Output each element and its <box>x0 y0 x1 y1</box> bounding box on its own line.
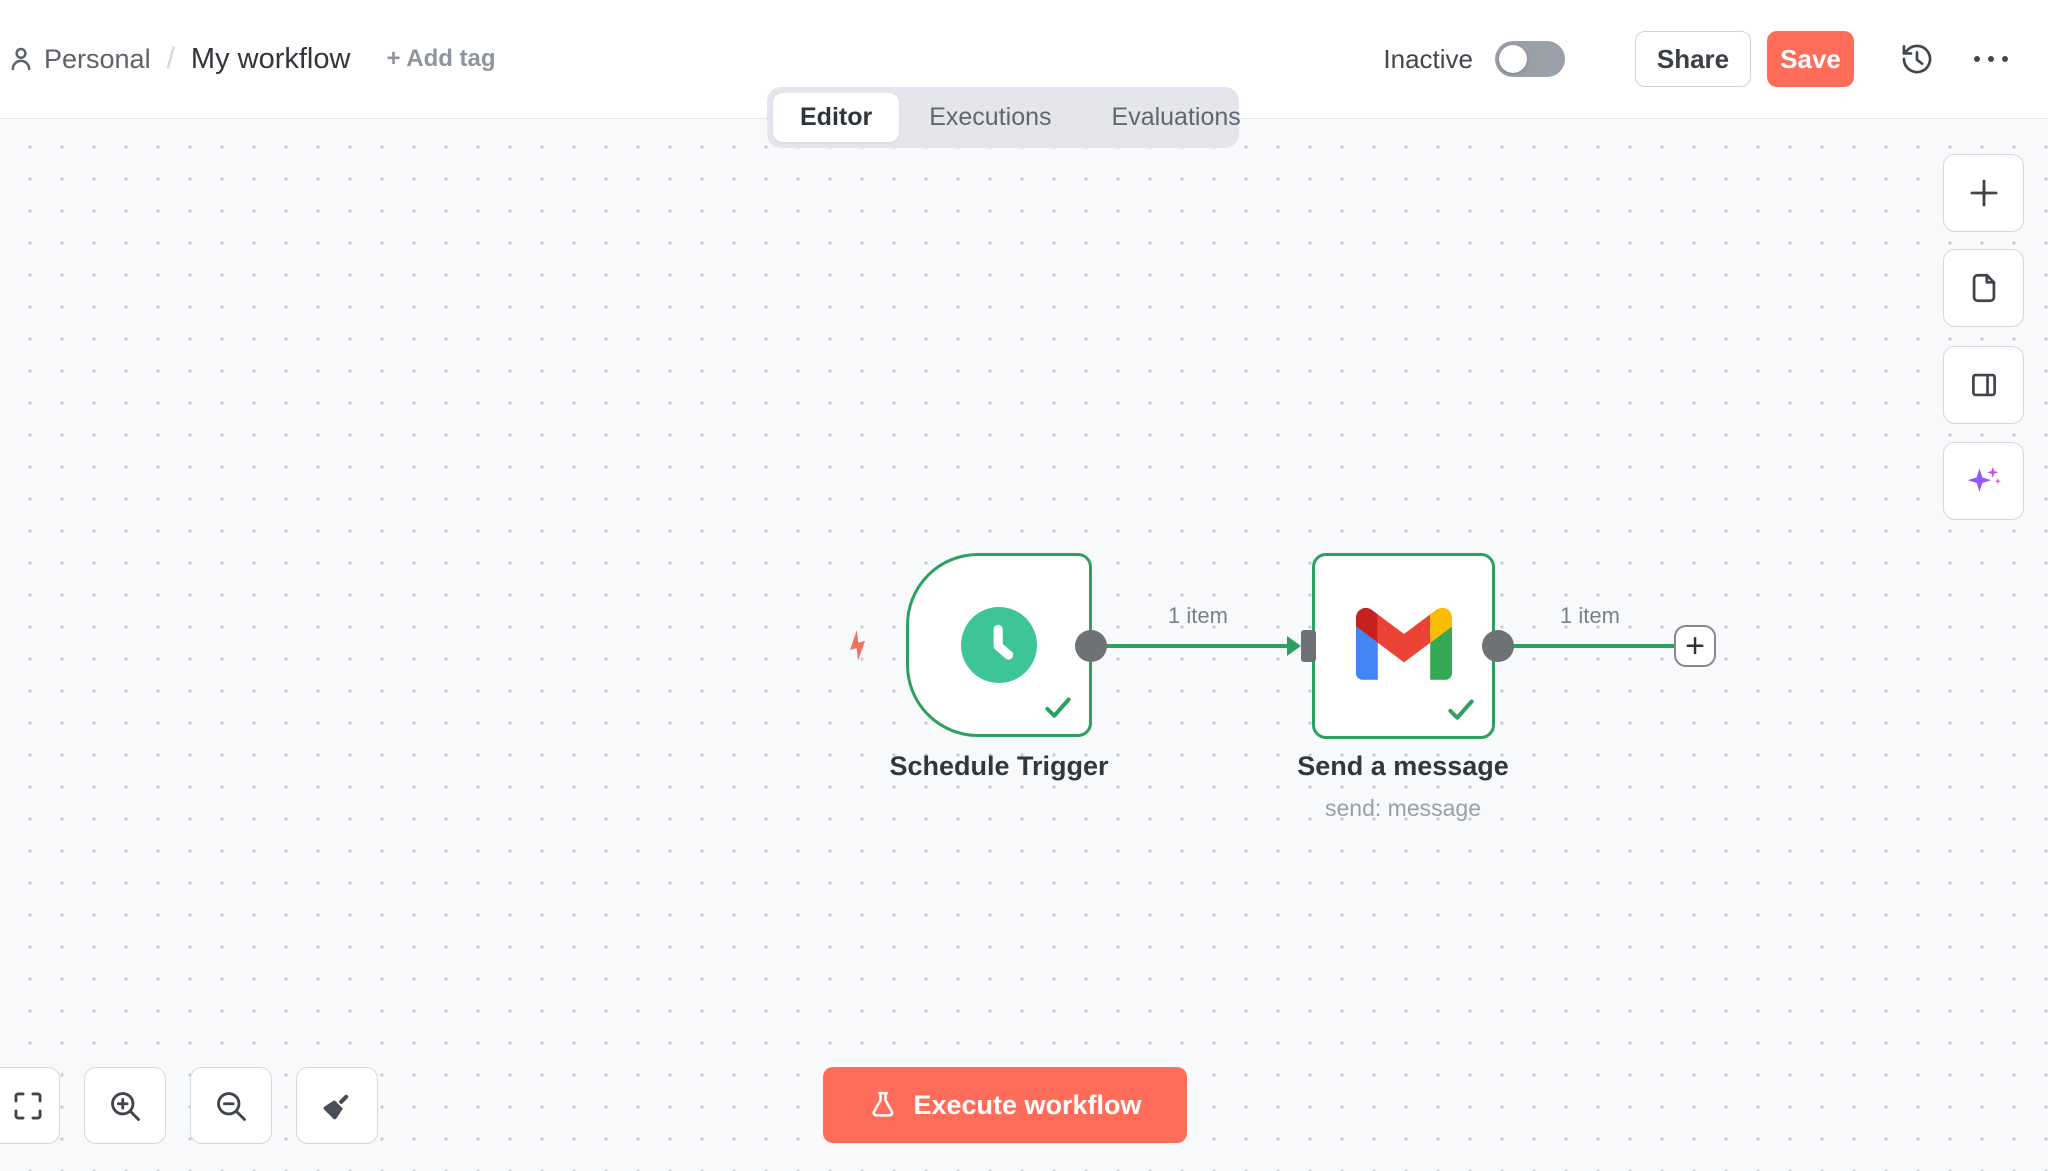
toggle-panel-button[interactable] <box>1943 346 2024 424</box>
breadcrumb: Personal / My workflow + Add tag <box>6 0 496 118</box>
tab-executions[interactable]: Executions <box>929 103 1052 131</box>
output-port-gmail[interactable] <box>1482 630 1514 662</box>
node-schedule-trigger[interactable] <box>906 553 1092 737</box>
connection-items-label: 1 item <box>1560 603 1620 628</box>
zoom-out-button[interactable] <box>190 1067 272 1144</box>
schedule-trigger-badge <box>961 607 1037 683</box>
user-icon <box>11 47 31 71</box>
header-actions: Inactive Share Save <box>1383 0 2012 118</box>
split-panel-icon <box>1971 373 1996 397</box>
tab-editor[interactable]: Editor <box>773 93 900 142</box>
node-caption: Send a message send: message <box>1203 751 1603 822</box>
breadcrumb-separator: / <box>166 42 175 75</box>
node-name-label: Schedule Trigger <box>889 751 1109 781</box>
connection-items-label: 1 item <box>1168 603 1228 628</box>
tab-evaluations[interactable]: Evaluations <box>1111 103 1241 131</box>
version-history-button[interactable] <box>1898 40 1936 78</box>
header-bar: Personal / My workflow + Add tag Inactiv… <box>0 0 2048 118</box>
connection-schedule-to-gmail[interactable] <box>1104 644 1290 648</box>
save-button[interactable]: Save <box>1767 31 1854 87</box>
add-tag-button[interactable]: + Add tag <box>386 45 496 72</box>
success-check-icon <box>1045 697 1071 718</box>
activation-toggle[interactable] <box>1495 41 1565 77</box>
node-caption: Schedule Trigger <box>799 751 1199 782</box>
view-tabs: Editor Executions Evaluations <box>767 87 1241 148</box>
breadcrumb-project[interactable]: Personal <box>44 43 151 74</box>
add-node-button[interactable] <box>1943 154 2024 232</box>
ai-assistant-button[interactable] <box>1943 442 2024 520</box>
execute-workflow-button[interactable]: Execute workflow <box>823 1067 1187 1143</box>
add-connected-node-button[interactable]: + <box>1674 625 1716 667</box>
node-subtitle-label: send: message <box>1325 795 1481 821</box>
clock-icon <box>993 624 1014 660</box>
tidy-up-button[interactable] <box>296 1067 378 1144</box>
flask-icon <box>873 1091 894 1117</box>
ai-sparkle-icon <box>1967 466 2001 492</box>
success-check-icon <box>1448 699 1474 720</box>
connection-gmail-out[interactable] <box>1498 644 1676 648</box>
workflow-title[interactable]: My workflow <box>190 42 351 75</box>
fit-view-icon <box>14 1092 42 1119</box>
gmail-icon <box>1355 607 1452 680</box>
zoom-in-icon <box>111 1091 140 1121</box>
history-icon <box>1902 44 1932 74</box>
more-options-button[interactable] <box>1970 40 2012 78</box>
plus-icon <box>1970 179 1997 207</box>
add-sticky-note-button[interactable] <box>1943 249 2024 327</box>
node-name-label: Send a message <box>1297 751 1509 781</box>
activation-status-label: Inactive <box>1383 43 1473 74</box>
zoom-out-icon <box>217 1091 246 1121</box>
broom-icon <box>323 1094 349 1119</box>
node-send-a-message[interactable] <box>1312 553 1495 739</box>
output-port-schedule-trigger[interactable] <box>1075 630 1107 662</box>
trigger-bolt-icon <box>850 630 866 661</box>
share-button[interactable]: Share <box>1635 31 1751 87</box>
input-port-gmail[interactable] <box>1301 630 1316 662</box>
zoom-in-button[interactable] <box>84 1067 166 1144</box>
execute-workflow-label: Execute workflow <box>913 1089 1142 1120</box>
toggle-knob <box>1499 45 1527 73</box>
connection-arrowhead <box>1287 636 1301 656</box>
ellipsis-icon <box>1974 56 2008 62</box>
document-icon <box>1972 273 1995 303</box>
zoom-to-fit-button[interactable] <box>0 1067 60 1144</box>
